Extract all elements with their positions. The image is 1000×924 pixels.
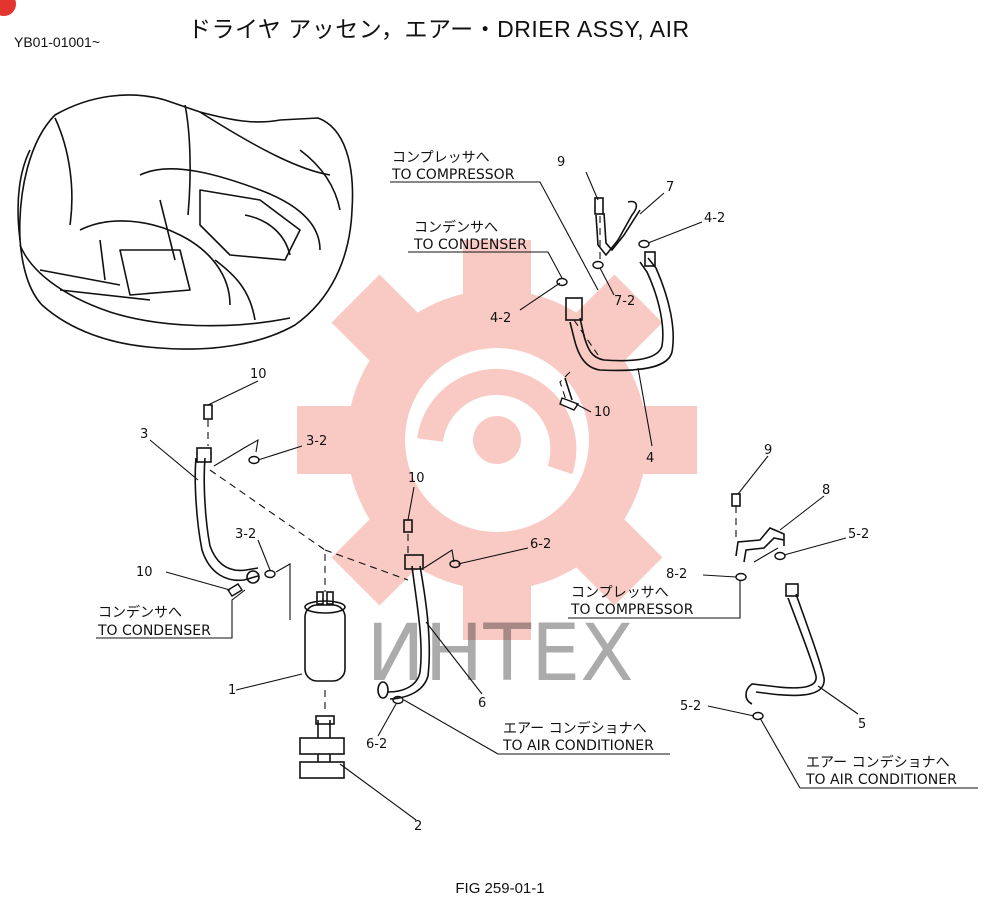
callout-10-left-low: 10 <box>136 565 153 580</box>
figure-number: FIG 259-01-1 <box>455 880 545 897</box>
callout-4: 4 <box>646 451 654 466</box>
callout-10-mid: 10 <box>408 471 425 486</box>
watermark-text: ИНТЕХ <box>366 609 633 699</box>
dest-compressor-upper-en: TO COMPRESSOR <box>391 167 515 183</box>
callout-3: 3 <box>140 427 148 442</box>
dest-aircon-right-en: TO AIR CONDITIONER <box>805 772 957 788</box>
callout-5-2-top: 5-2 <box>848 527 869 542</box>
dest-condenser-upper-jp: コンデンサへ <box>414 219 498 236</box>
dest-aircon-right-jp: エアー コンデショナへ <box>806 754 950 771</box>
callout-4-2-upper: 4-2 <box>704 211 725 226</box>
callout-1: 1 <box>228 683 236 698</box>
callout-7: 7 <box>666 180 674 195</box>
callout-10-upper: 10 <box>594 405 611 420</box>
dest-condenser-left-en: TO CONDENSER <box>97 623 211 639</box>
callout-2: 2 <box>414 819 422 834</box>
callout-3-2-mid: 3-2 <box>235 527 256 542</box>
serial-range: YB01-01001~ <box>14 34 101 50</box>
callout-9-upper: 9 <box>557 155 565 170</box>
callout-9-right: 9 <box>764 443 772 458</box>
hose-assembly-upper <box>564 197 675 401</box>
dest-aircon-mid-en: TO AIR CONDITIONER <box>502 738 654 754</box>
dest-compressor-right-en: TO COMPRESSOR <box>570 602 694 618</box>
dest-compressor-upper-jp: コンプレッサへ <box>392 150 490 166</box>
callout-4-2-left: 4-2 <box>490 311 511 326</box>
callout-6-2-top: 6-2 <box>530 537 551 552</box>
callout-6-2-low: 6-2 <box>366 737 387 752</box>
receiver-drier <box>304 591 346 682</box>
callout-5-2-low: 5-2 <box>680 699 701 714</box>
callout-7-2: 7-2 <box>614 294 635 309</box>
machine-illustration <box>17 94 354 350</box>
watermark-gear-icon <box>297 240 697 640</box>
hose-assembly-right <box>731 493 825 705</box>
dashed-centerlines <box>207 216 737 714</box>
dest-condenser-left-jp: コンデンサへ <box>98 604 182 621</box>
callout-8: 8 <box>822 483 830 498</box>
part-callouts: 9 7 4-2 7-2 4-2 10 4 10 3 3-2 3-2 10 1 2… <box>136 155 869 834</box>
diagram-title: ドライヤ アッセン，エアー・DRIER ASSY, AIR <box>188 16 690 42</box>
dest-aircon-mid-jp: エアー コンデショナへ <box>503 720 647 737</box>
callout-5: 5 <box>858 717 866 732</box>
corner-badge <box>0 0 16 16</box>
leader-lines <box>96 171 978 821</box>
drier-bracket <box>299 715 345 779</box>
callout-3-2-top: 3-2 <box>306 434 327 449</box>
dest-condenser-upper-en: TO CONDENSER <box>413 237 527 253</box>
callout-6: 6 <box>478 696 486 711</box>
hose-assembly-middle <box>377 519 431 700</box>
dest-compressor-right-jp: コンプレッサへ <box>571 585 669 601</box>
destination-labels: コンプレッサへ TO COMPRESSOR コンデンサへ TO CONDENSE… <box>97 150 957 788</box>
callout-10-left-top: 10 <box>250 367 267 382</box>
callout-8-2: 8-2 <box>666 567 687 582</box>
hose-assembly-left <box>194 404 260 584</box>
